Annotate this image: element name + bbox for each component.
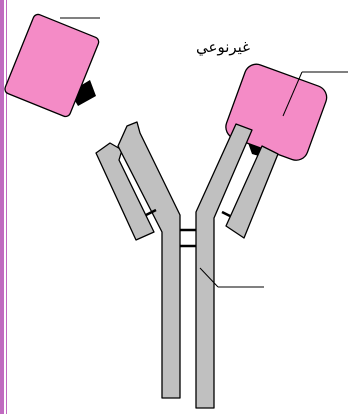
right-heavy-chain bbox=[196, 124, 252, 408]
non-specific-label: غيرنوعي bbox=[196, 38, 250, 56]
antibody bbox=[96, 122, 278, 408]
right-light-heavy-bond bbox=[222, 212, 230, 216]
left-heavy-chain bbox=[118, 122, 180, 398]
non-specific-antigen bbox=[3, 13, 100, 118]
antigen-left-body bbox=[3, 13, 100, 118]
